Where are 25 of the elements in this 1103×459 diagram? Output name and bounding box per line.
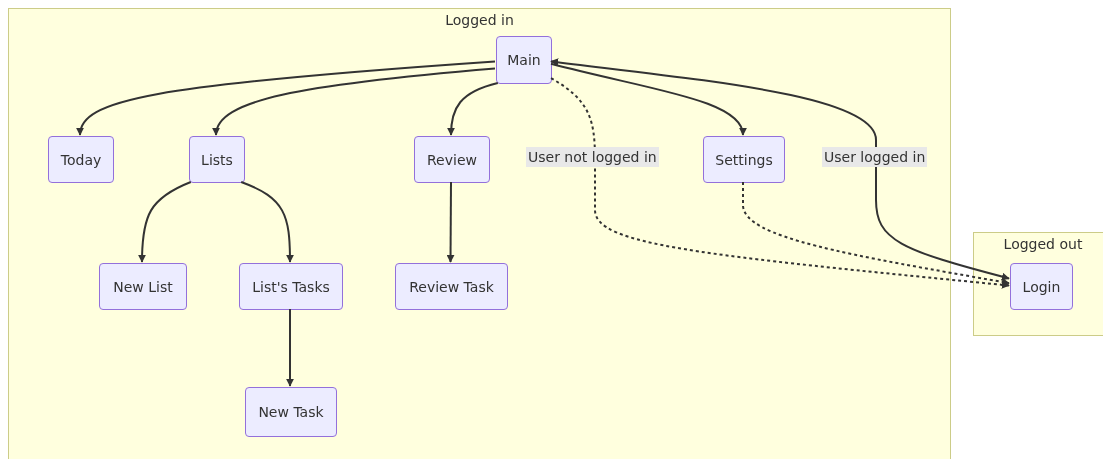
arrow [550, 62, 746, 136]
process-box: List's Tasks [239, 263, 343, 310]
arrow [286, 308, 294, 387]
process-box: New List [99, 263, 187, 310]
arrow [446, 181, 455, 263]
arrow [138, 181, 192, 263]
process-box: Login [1010, 263, 1073, 310]
arrow [213, 67, 496, 136]
group-container [973, 232, 1103, 336]
process-box: Review Task [395, 263, 508, 310]
group-container [8, 8, 951, 459]
arrow [77, 60, 496, 136]
process-box: New Task [245, 387, 337, 437]
process-box: Review [414, 136, 490, 183]
group-title: Logged in [445, 12, 514, 28]
edge-label: User logged in [822, 147, 928, 167]
group-title: Logged out [1003, 236, 1083, 252]
arrow [447, 82, 499, 136]
edge-label: User not logged in [526, 147, 659, 167]
process-box: Lists [189, 136, 245, 183]
dotted-arrow [742, 181, 1010, 286]
process-box: Settings [703, 136, 785, 183]
process-box: Main [496, 36, 552, 84]
process-box: Today [48, 136, 114, 183]
arrow [240, 181, 294, 263]
